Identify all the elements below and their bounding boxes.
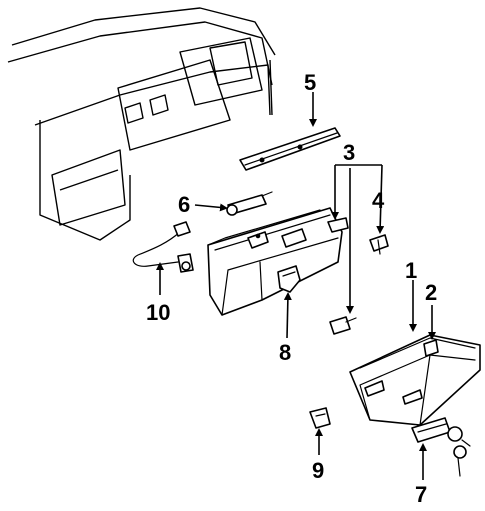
bumper-part-2 (423, 339, 439, 357)
callout-6: 6 (178, 192, 190, 217)
damper-part-6 (226, 191, 273, 216)
bracket-part-8 (277, 265, 301, 293)
callout-3: 3 (343, 140, 355, 165)
callout-10: 10 (146, 300, 170, 325)
callout-9: 9 (312, 458, 324, 483)
hinge-rail-part-5 (239, 127, 341, 171)
lock-part-7 (411, 417, 471, 477)
instrument-panel-drawing (7, 7, 276, 241)
lamp-harness-part-10 (132, 221, 194, 273)
callout-5: 5 (304, 70, 316, 95)
callout-1: 1 (405, 258, 417, 283)
striker-part-9 (309, 407, 331, 429)
callout-7: 7 (415, 482, 427, 507)
screw-part-4 (369, 234, 389, 255)
callout-2: 2 (425, 280, 437, 305)
callout-8: 8 (279, 340, 291, 365)
leader-lines (156, 92, 436, 480)
screw-part-3-lower (329, 316, 357, 335)
glove-box-housing (207, 207, 349, 316)
callout-4: 4 (372, 188, 385, 213)
glove-box-door-part-1 (349, 334, 481, 426)
